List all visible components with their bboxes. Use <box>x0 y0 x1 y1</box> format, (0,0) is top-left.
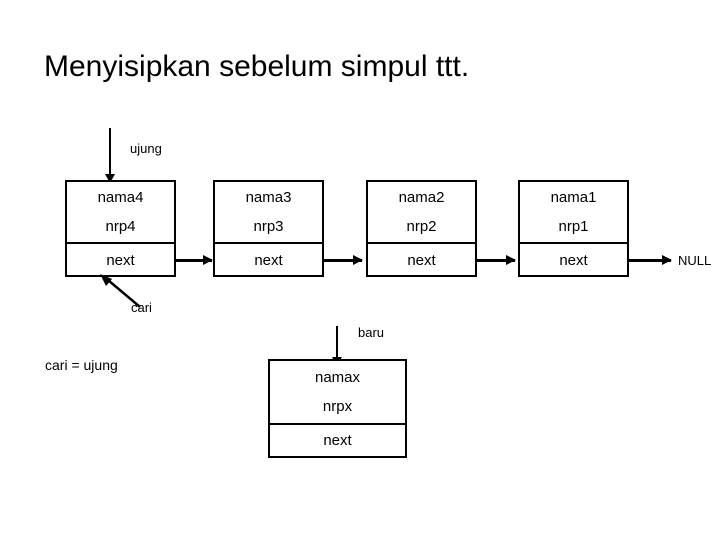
cari-pointer-arrow <box>100 274 141 308</box>
list-node-2: nama3 nrp3 next <box>213 180 324 277</box>
list-node-2-name: nama3 <box>245 189 292 206</box>
list-node-3-next-label: next <box>407 251 436 269</box>
list-node-3-nrp: nrp2 <box>406 218 437 235</box>
list-node-4-name: nama1 <box>550 189 597 206</box>
list-node-2-nrp: nrp3 <box>253 218 284 235</box>
assignment-statement: cari = ujung <box>45 357 118 373</box>
list-node-3-data: nama2 nrp2 <box>368 182 475 244</box>
list-node-3: nama2 nrp2 next <box>366 180 477 277</box>
null-terminator-label: NULL <box>678 253 712 268</box>
link-arrow-node3-node4 <box>477 255 516 265</box>
list-node-4-data: nama1 nrp1 <box>520 182 627 244</box>
list-node-3-name: nama2 <box>398 189 445 206</box>
list-node-4: nama1 nrp1 next <box>518 180 629 277</box>
list-node-1: nama4 nrp4 next <box>65 180 176 277</box>
list-node-1-nrp: nrp4 <box>105 218 136 235</box>
new-node-data: namax nrpx <box>270 361 405 425</box>
ujung-pointer-arrow <box>104 128 115 183</box>
new-node-next-cell: next <box>270 425 405 456</box>
list-node-1-next-cell: next <box>67 244 174 276</box>
link-arrow-node4-null <box>629 255 672 265</box>
baru-pointer-label: baru <box>358 325 385 340</box>
list-node-1-name: nama4 <box>97 189 144 206</box>
list-node-2-data: nama3 nrp3 <box>215 182 322 244</box>
page-title: Menyisipkan sebelum simpul ttt. <box>44 50 470 83</box>
new-node: namax nrpx next <box>268 359 407 458</box>
list-node-2-next-cell: next <box>215 244 322 276</box>
new-node-nrp: nrpx <box>322 398 353 415</box>
new-node-next-label: next <box>323 432 352 449</box>
list-node-1-data: nama4 nrp4 <box>67 182 174 244</box>
cari-pointer-label: cari <box>131 300 152 315</box>
list-node-2-next-label: next <box>254 251 283 269</box>
list-node-3-next-cell: next <box>368 244 475 276</box>
list-node-1-next-label: next <box>106 251 135 269</box>
ujung-pointer-label: ujung <box>130 141 162 156</box>
list-node-4-next-label: next <box>559 251 588 269</box>
new-node-name: namax <box>314 369 361 386</box>
list-node-4-next-cell: next <box>520 244 627 276</box>
link-arrow-node1-node2 <box>176 255 213 265</box>
baru-pointer-arrow <box>331 326 342 366</box>
list-node-4-nrp: nrp1 <box>558 218 589 235</box>
link-arrow-node2-node3 <box>324 255 363 265</box>
